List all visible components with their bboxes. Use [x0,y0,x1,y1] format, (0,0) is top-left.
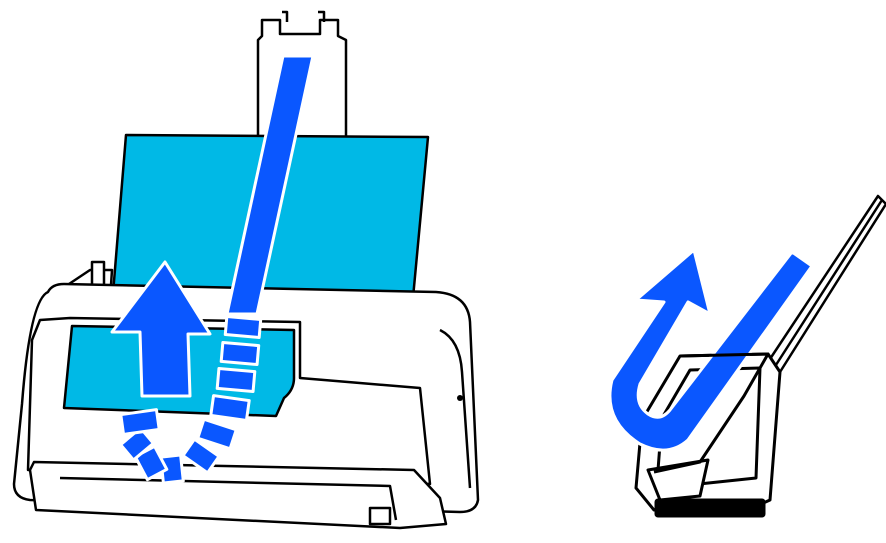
paper-path-indicator [119,54,315,485]
side-scanner-front-edge [653,352,770,474]
front-view-scanner [12,10,480,530]
side-view-scanner [608,194,886,518]
u-turn-arrow-icon [608,248,814,452]
feed-up-arrow-icon [110,260,212,398]
